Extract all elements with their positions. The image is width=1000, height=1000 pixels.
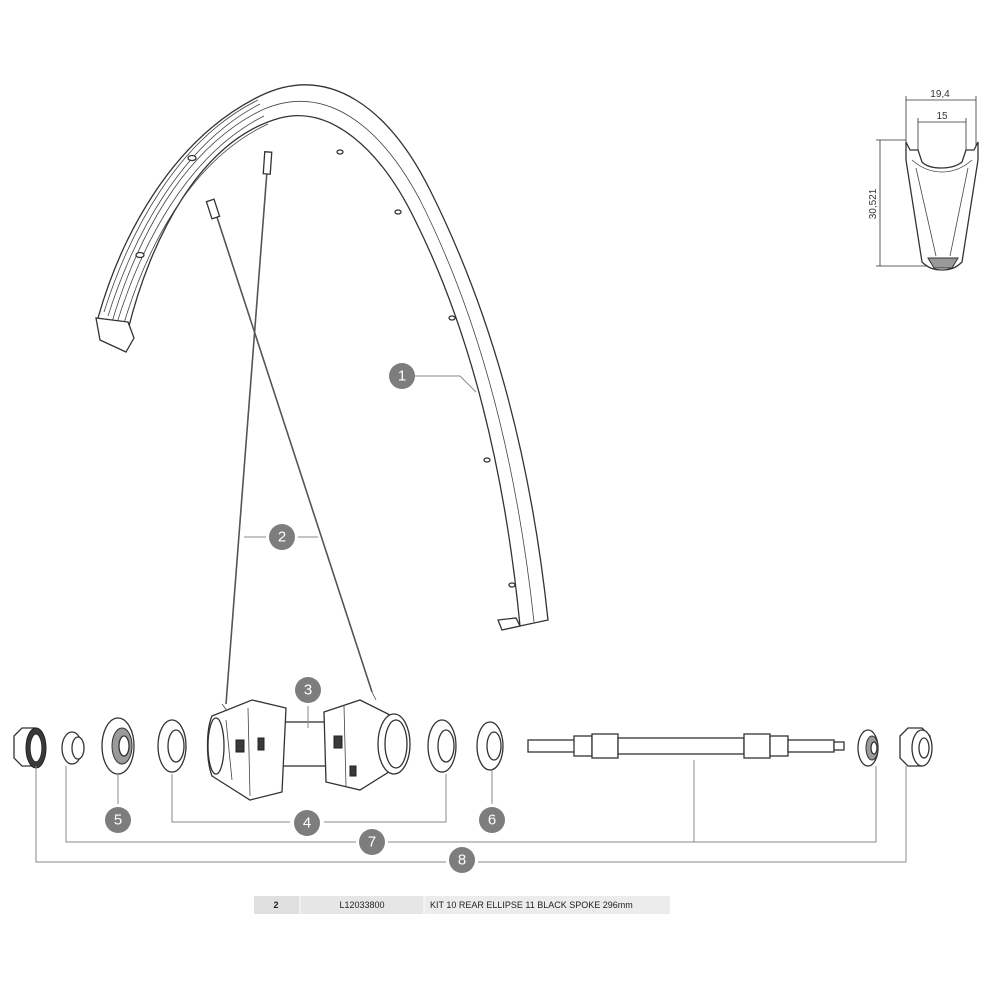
left-locknut (13, 727, 47, 769)
svg-text:6: 6 (488, 812, 496, 829)
svg-text:7: 7 (368, 834, 376, 851)
svg-text:1: 1 (398, 368, 406, 385)
left-bearing-cup (157, 719, 187, 773)
hub-body (206, 699, 411, 801)
svg-text:3: 3 (304, 682, 312, 699)
rim-inner-width-label: 15 (936, 111, 948, 122)
callout-6: 6 (479, 807, 505, 833)
callout-4: 4 (294, 810, 320, 836)
leader-lines (35, 375, 907, 863)
right-spacer (476, 721, 504, 771)
callout-5: 5 (105, 807, 131, 833)
spokes (205, 151, 377, 713)
callout-2: 2 (269, 524, 295, 550)
left-spacer (61, 731, 85, 765)
svg-text:4: 4 (303, 815, 311, 832)
axle (527, 733, 845, 759)
callout-1: 1 (389, 363, 415, 389)
parts-table: 2 L12033800 KIT 10 REAR ELLIPSE 11 BLACK… (254, 896, 670, 914)
callout-8: 8 (449, 847, 475, 873)
table-cell-code: L12033800 (339, 900, 384, 910)
table-cell-ref: 2 (273, 900, 278, 910)
left-bearing (101, 717, 135, 775)
callout-7: 7 (359, 829, 385, 855)
callout-3: 3 (295, 677, 321, 703)
svg-text:5: 5 (114, 812, 122, 829)
table-cell-description: KIT 10 REAR ELLIPSE 11 BLACK SPOKE 296mm (430, 900, 633, 910)
svg-text:8: 8 (458, 852, 466, 869)
rim-spoke-holes (135, 149, 516, 588)
right-locknut (899, 727, 933, 767)
rim-profile-section: 19,4 15 30,521 (868, 89, 979, 271)
right-bearing-cup (427, 719, 457, 773)
rim-outer-width-label: 19,4 (930, 89, 950, 100)
rim-height-label: 30,521 (868, 188, 879, 219)
right-bearing (857, 729, 879, 767)
rim (95, 84, 549, 631)
table-row: 2 L12033800 KIT 10 REAR ELLIPSE 11 BLACK… (273, 900, 632, 910)
svg-text:2: 2 (278, 529, 286, 546)
